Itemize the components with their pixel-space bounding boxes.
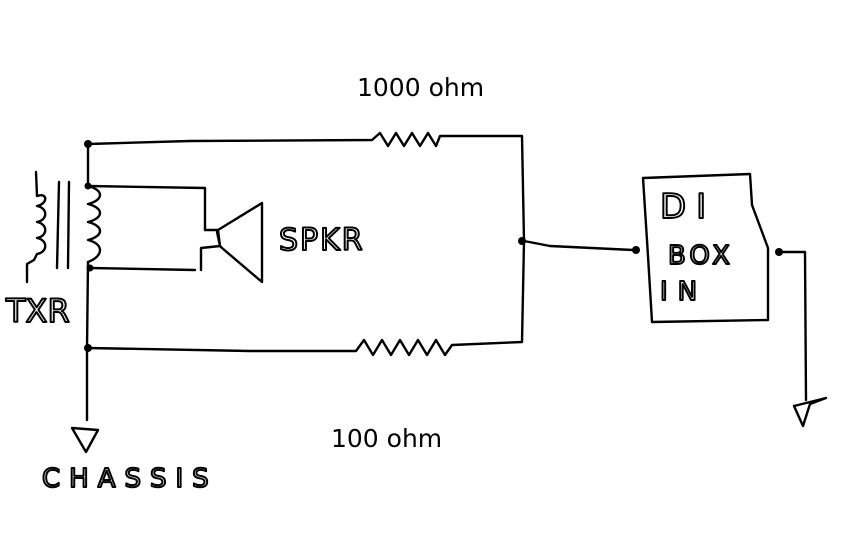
ground-symbol-chassis: [70, 426, 100, 454]
transformer-primary-coil: [25, 170, 47, 284]
node-tap-lower: [86, 264, 94, 272]
di-box-label-line2: BOX: [668, 241, 734, 271]
ground-symbol-di: [792, 396, 828, 428]
transformer-label: TXR: [5, 292, 70, 330]
di-output-wire: [778, 250, 808, 402]
transformer-secondary-coil: [86, 184, 102, 264]
node-bottom-left: [84, 344, 92, 352]
bottom-wire-with-resistor-100: [85, 239, 526, 357]
transformer-core-line-1: [55, 180, 61, 270]
transformer-core-line-2: [66, 180, 71, 270]
node-top-left: [84, 140, 92, 148]
node-junction-right: [518, 237, 526, 245]
output-wire-to-di: [522, 239, 635, 252]
resistor-top-label: 1000 ohm: [357, 73, 484, 102]
di-box-outline: [641, 172, 770, 324]
speaker-symbol: [199, 201, 264, 284]
speaker-label: SPKR: [279, 223, 365, 258]
speaker-wire-top: [86, 184, 207, 232]
node-di-output: [775, 248, 783, 256]
di-box-label-line1: DI: [660, 187, 716, 227]
node-tap-upper: [84, 182, 92, 190]
speaker-wire-bottom: [88, 266, 197, 272]
resistor-bottom-label: 100 ohm: [331, 424, 442, 453]
top-wire-with-resistor-1000: [86, 131, 526, 243]
chassis-label: CHASSIS: [42, 464, 218, 494]
node-di-input: [632, 246, 640, 254]
di-box-label-line3: IN: [660, 277, 707, 307]
